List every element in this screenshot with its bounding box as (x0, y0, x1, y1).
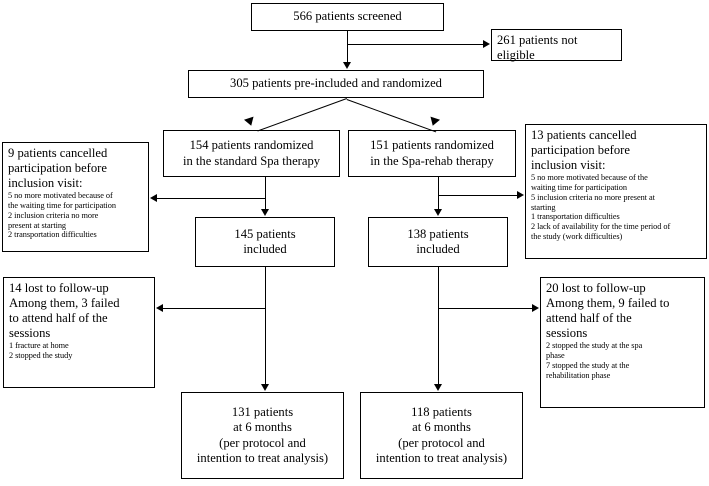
arrowhead-included-right-to-lost-right (532, 304, 539, 312)
node-outcome-left-label: 131 patients at 6 months (per protocol a… (196, 404, 329, 465)
node-cancelled-right-heading: 13 patients cancelled participation befo… (531, 128, 637, 173)
arrowhead-arm-standard-to-included (261, 209, 269, 216)
node-lost-left-details: 1 fracture at home 2 stopped the study (9, 341, 73, 361)
connector-included-right-to-lost-right (438, 308, 532, 309)
node-included-right: 138 patients included (368, 217, 508, 267)
connector-included-right-to-outcome (438, 267, 439, 386)
node-cancelled-left-details: 5 no more motivated because of the waiti… (8, 191, 116, 240)
arrowhead-screened-to-not-eligible (483, 40, 490, 48)
connector-arm-rehab-to-cancelled-right (438, 195, 517, 196)
arrowhead-arm-rehab-to-cancelled-right (517, 191, 524, 199)
node-lost-right-details: 2 stopped the study at the spa phase 7 s… (546, 341, 643, 380)
node-lost-right-heading: 20 lost to follow-up Among them, 9 faile… (546, 281, 670, 341)
node-lost-right: 20 lost to follow-up Among them, 9 faile… (540, 277, 705, 408)
node-included-right-label: 138 patients included (407, 226, 469, 256)
node-screened: 566 patients screened (251, 3, 444, 31)
connector-screened-to-not-eligible (347, 44, 483, 45)
node-arm-standard: 154 patients randomized in the standard … (163, 130, 340, 177)
connector-included-left-to-lost-left (163, 308, 265, 309)
node-lost-left-heading: 14 lost to follow-up Among them, 3 faile… (9, 281, 120, 341)
node-randomized-label: 305 patients pre-included and randomized (230, 76, 442, 91)
arrowhead-randomized-to-arm-standard (244, 116, 256, 128)
node-arm-rehab-label: 151 patients randomized in the Spa-rehab… (370, 138, 494, 168)
node-cancelled-right-details: 5 no more motivated because of the waiti… (531, 173, 671, 242)
node-outcome-right: 118 patients at 6 months (per protocol a… (360, 392, 523, 479)
connector-arm-standard-to-cancelled-left (157, 198, 265, 199)
node-arm-standard-label: 154 patients randomized in the standard … (182, 138, 321, 168)
node-included-left-label: 145 patients included (234, 226, 296, 256)
arrowhead-screened-to-randomized (343, 62, 351, 69)
node-outcome-left: 131 patients at 6 months (per protocol a… (181, 392, 344, 479)
node-not-eligible-label: 261 patients not eligible (497, 33, 578, 63)
arrowhead-included-right-to-outcome (434, 384, 442, 391)
node-randomized: 305 patients pre-included and randomized (188, 70, 484, 98)
arrowhead-included-left-to-lost-left (156, 304, 163, 312)
connector-arm-rehab-to-included (438, 177, 439, 211)
connector-randomized-to-arm-standard (257, 98, 347, 132)
node-outcome-right-label: 118 patients at 6 months (per protocol a… (375, 404, 508, 465)
node-cancelled-left-heading: 9 patients cancelled participation befor… (8, 146, 108, 191)
node-not-eligible: 261 patients not eligible (491, 29, 622, 63)
node-lost-left: 14 lost to follow-up Among them, 3 faile… (3, 277, 155, 388)
node-cancelled-right: 13 patients cancelled participation befo… (525, 124, 707, 259)
connector-arm-standard-to-included (265, 177, 266, 211)
connector-included-left-to-outcome (265, 267, 266, 386)
arrowhead-included-left-to-outcome (261, 384, 269, 391)
node-screened-label: 566 patients screened (293, 9, 402, 24)
node-arm-rehab: 151 patients randomized in the Spa-rehab… (348, 130, 516, 177)
arrowhead-arm-standard-to-cancelled-left (150, 194, 157, 202)
arrowhead-arm-rehab-to-included (434, 209, 442, 216)
node-cancelled-left: 9 patients cancelled participation befor… (2, 142, 149, 252)
connector-screened-to-randomized (347, 31, 348, 63)
connector-randomized-to-arm-rehab (346, 99, 437, 133)
node-included-left: 145 patients included (195, 217, 335, 267)
arrowhead-randomized-to-arm-rehab (428, 116, 440, 128)
